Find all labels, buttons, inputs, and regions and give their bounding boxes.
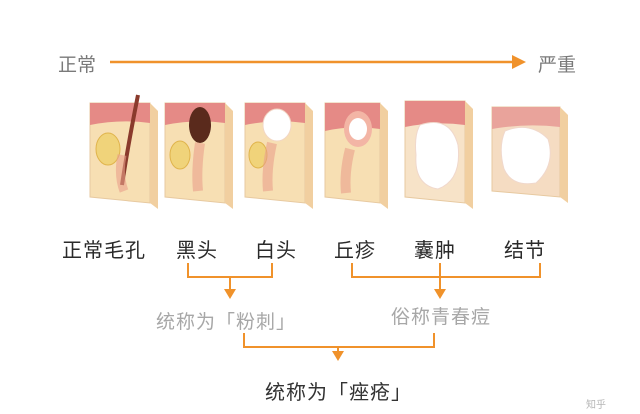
- group-label-acne: 统称为「痤疮」: [265, 380, 412, 404]
- scale-right-label: 严重: [538, 54, 577, 76]
- group-label-pimples: 俗称青春痘: [391, 306, 492, 328]
- scale-left-label: 正常: [58, 54, 97, 76]
- whitehead-illustration: [244, 102, 313, 209]
- papule-illustration: [324, 102, 388, 209]
- normal-pore-illustration: [89, 94, 158, 209]
- skin-illustrations: [89, 94, 568, 209]
- stage-label-nodule: 结节: [504, 238, 546, 262]
- group-label-comedones: 统称为「粉刺」: [156, 311, 297, 333]
- stage-label-papule: 丘疹: [334, 238, 376, 262]
- stage-label-whitehead: 白头: [255, 238, 297, 262]
- severity-arrow: [110, 55, 526, 69]
- blackhead-illustration: [164, 102, 233, 209]
- stage-label-cyst: 囊肿: [414, 238, 456, 262]
- grouping-brackets: [187, 263, 541, 361]
- watermark: 知乎: [586, 400, 606, 411]
- stage-label-normal-pore: 正常毛孔: [62, 238, 146, 262]
- cyst-illustration: [404, 100, 473, 209]
- stage-label-blackhead: 黑头: [176, 238, 218, 262]
- nodule-illustration: [491, 106, 568, 203]
